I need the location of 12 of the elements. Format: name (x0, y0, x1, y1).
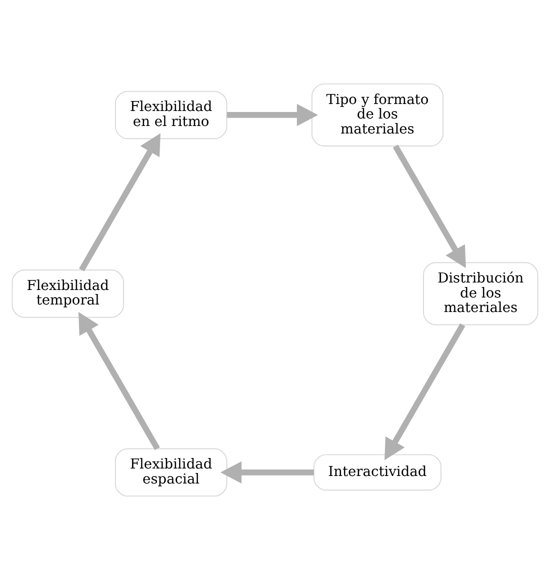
arrow (220, 460, 314, 484)
node-box: Flexibilidad temporal (12, 269, 124, 318)
node-box: Flexibilidad espacial (114, 448, 228, 496)
arrow (226, 103, 318, 126)
arrow (384, 322, 466, 460)
arrow (78, 312, 160, 450)
arrow (79, 132, 160, 271)
node-box: Distribución de los materiales (423, 262, 538, 325)
node-box: Tipo y formato de los materiales (311, 82, 444, 146)
node-box: Interactividad (313, 454, 442, 490)
node-box: Flexibilidad en el ritmo (114, 90, 228, 139)
arrow (392, 144, 466, 268)
